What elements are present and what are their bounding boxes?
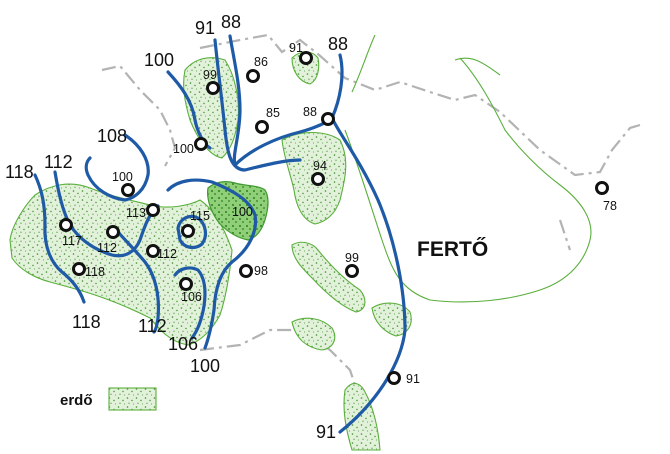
well-marker[interactable] xyxy=(106,225,120,239)
isoline-label: 91 xyxy=(195,18,215,38)
well-marker[interactable] xyxy=(255,120,269,134)
forest-patch xyxy=(291,317,336,351)
well-label: 118 xyxy=(85,265,105,279)
well-label: 91 xyxy=(289,41,303,55)
well-label: 99 xyxy=(203,68,217,82)
well-marker[interactable] xyxy=(321,112,335,126)
well-label: 78 xyxy=(603,199,617,213)
isoline-88-east xyxy=(330,53,407,434)
isoline-106 xyxy=(173,266,207,340)
isoline-108 xyxy=(84,133,150,202)
isoline-112-west xyxy=(53,170,160,258)
well-label: 112 xyxy=(97,241,117,255)
well-marker[interactable] xyxy=(387,371,401,385)
well-marker[interactable] xyxy=(59,218,73,232)
isoline-118-west xyxy=(33,173,86,304)
isoline-label: 88 xyxy=(221,12,241,32)
lake-shoreline xyxy=(344,34,592,303)
isoline-label: 106 xyxy=(168,334,198,354)
town-label: 100 xyxy=(232,205,253,219)
isoline-label: 112 xyxy=(44,152,73,172)
isoline-88-north xyxy=(228,34,334,167)
well-label: 85 xyxy=(266,106,280,120)
isoline-112-south xyxy=(116,230,161,334)
well-label: 106 xyxy=(181,290,202,304)
legend: erdő xyxy=(60,387,157,411)
well-marker[interactable] xyxy=(206,81,220,95)
forest-patch xyxy=(291,241,366,313)
forest-patch xyxy=(343,382,381,451)
well-label: 99 xyxy=(345,251,359,265)
isoline-label: 100 xyxy=(144,50,174,70)
well-marker[interactable] xyxy=(246,69,260,83)
well-marker[interactable] xyxy=(595,181,609,195)
well-marker[interactable] xyxy=(239,264,253,278)
well-label: 100 xyxy=(112,170,133,184)
district-border-south xyxy=(199,328,357,386)
well-label: 94 xyxy=(313,159,327,173)
well-marker[interactable] xyxy=(146,244,160,258)
isoline-labels: 91 88 100 108 112 118 118 112 106 100 88… xyxy=(5,12,348,442)
well-marker[interactable] xyxy=(179,277,193,291)
isoline-91-north xyxy=(213,38,302,172)
lake-shoreline-north xyxy=(454,57,501,76)
well-marker[interactable] xyxy=(181,224,195,238)
forest-patch xyxy=(371,302,412,337)
well-marker[interactable] xyxy=(121,183,135,197)
isoline-label: 88 xyxy=(328,34,348,54)
wells: 91 99 86 85 100 88 94 100 113 115 117 11… xyxy=(59,41,617,386)
well-label: 115 xyxy=(190,209,210,223)
lake-label: FERTŐ xyxy=(417,238,488,261)
district-border xyxy=(101,64,177,167)
district-border-east xyxy=(558,219,572,251)
legend-forest-swatch xyxy=(108,387,157,411)
well-marker[interactable] xyxy=(299,51,313,65)
isolines xyxy=(33,34,407,434)
isoline-label: 112 xyxy=(138,316,167,336)
well-marker[interactable] xyxy=(345,264,359,278)
well-label: 98 xyxy=(254,264,268,278)
well-label: 113 xyxy=(126,206,146,220)
well-label: 91 xyxy=(406,372,420,386)
well-label: 100 xyxy=(173,142,194,156)
state-border xyxy=(199,33,641,177)
legend-label: erdő xyxy=(60,392,93,409)
well-marker[interactable] xyxy=(311,172,325,186)
isoline-label: 118 xyxy=(72,312,101,332)
town-area xyxy=(207,181,269,241)
isoline-label: 108 xyxy=(97,126,127,146)
isoline-115-loop xyxy=(176,214,208,250)
isoline-label: 118 xyxy=(5,162,34,182)
well-marker[interactable] xyxy=(146,203,160,217)
isoline-label: 91 xyxy=(316,422,336,442)
isoline-100-ring xyxy=(166,178,258,350)
isoline-label: 100 xyxy=(190,356,220,376)
well-marker[interactable] xyxy=(72,262,86,276)
well-marker[interactable] xyxy=(194,137,208,151)
well-label: 88 xyxy=(303,105,317,119)
well-label: 86 xyxy=(254,55,268,69)
well-label: 117 xyxy=(62,234,82,248)
well-label: 112 xyxy=(157,247,177,261)
